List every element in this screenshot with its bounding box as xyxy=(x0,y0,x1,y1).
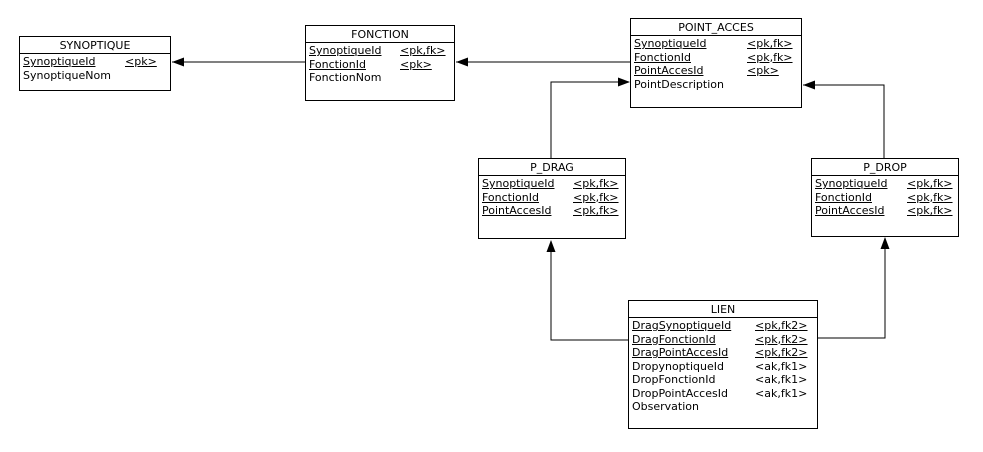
connector-lien-to-p-drag[interactable] xyxy=(546,240,629,341)
column-row: DropFonctionId <ak,fk1> xyxy=(629,373,817,387)
column-row: FonctionId <pk,fk> xyxy=(631,51,801,65)
column-name: PointAccesId xyxy=(482,204,552,217)
column-row: SynoptiqueId <pk,fk> xyxy=(631,37,801,51)
column-name: PointAccesId xyxy=(634,64,704,77)
arrowhead-up-icon xyxy=(546,240,556,252)
table-columns: SynoptiqueId<pk,fk>FonctionId<pk,fk>Poin… xyxy=(812,176,958,218)
column-key-tag: <pk,fk> xyxy=(573,190,619,204)
table-columns: SynoptiqueId<pk,fk>FonctionId<pk,fk>Poin… xyxy=(479,176,625,218)
column-key-tag: <pk,fk> xyxy=(747,37,793,50)
table-title: SYNOPTIQUE xyxy=(20,37,170,54)
column-row: Observation xyxy=(629,400,817,414)
column-row: FonctionId <pk> xyxy=(306,58,454,72)
column-key-tag: <ak,fk1> xyxy=(755,373,808,386)
column-key-tag: <ak,fk1> xyxy=(755,386,808,400)
table-columns: DragSynoptiqueId <pk,fk2> DragFonctionId <p… xyxy=(629,318,817,414)
column-name: DragPointAccesId xyxy=(632,346,729,359)
column-row: DragPointAccesId <pk,fk2> xyxy=(629,346,817,360)
column-name: SynoptiqueId xyxy=(634,37,707,50)
column-row: SynoptiqueNom xyxy=(20,69,170,83)
column-name: PointDescription xyxy=(634,77,724,91)
column-key-tag: <pk,fk> xyxy=(573,204,619,217)
column-key-tag: <pk,fk> xyxy=(573,177,619,190)
table-title: P_DROP xyxy=(812,159,958,176)
column-key-tag: <pk,fk2> xyxy=(755,346,808,359)
column-row: DragSynoptiqueId <pk,fk2> xyxy=(629,319,817,333)
column-name: DropFonctionId xyxy=(632,373,716,386)
column-key-tag: <pk,fk> xyxy=(747,50,793,64)
table-fonction[interactable]: FONCTION SynoptiqueId <pk,fk> FonctionId <p… xyxy=(305,25,455,101)
table-title: P_DRAG xyxy=(479,159,625,176)
table-lien[interactable]: LIEN DragSynoptiqueId<pk,fk2>DragFonctio… xyxy=(628,300,818,429)
column-name: Observation xyxy=(632,400,699,413)
table-p-drop[interactable]: P_DROP SynoptiqueId <pk,fk> FonctionId <pk,… xyxy=(811,158,959,237)
connector-fonction-to-synoptique[interactable] xyxy=(172,57,305,67)
table-title: POINT_ACCES xyxy=(631,19,801,36)
column-name: FonctionId xyxy=(309,57,366,71)
column-name: FonctionId xyxy=(634,50,691,64)
column-key-tag: <pk,fk2> xyxy=(755,332,808,346)
arrowhead-up-icon xyxy=(880,237,890,249)
connector-p-drag-to-point-acces[interactable] xyxy=(550,77,630,159)
column-row: PointDescription xyxy=(631,78,801,92)
connector-p-drop-to-point-acces[interactable] xyxy=(803,80,885,159)
table-columns: SynoptiqueId<pk,fk>FonctionId<pk>Fonctio… xyxy=(306,43,454,85)
column-name: DragFonctionId xyxy=(632,332,716,346)
column-name: SynoptiqueId xyxy=(815,177,888,190)
column-row: FonctionId <pk,fk> xyxy=(812,191,958,205)
arrowhead-right-icon xyxy=(618,77,630,87)
column-row: SynoptiqueId <pk,fk> xyxy=(812,177,958,191)
column-name: FonctionNom xyxy=(309,71,382,84)
column-name: PointAccesId xyxy=(815,204,885,217)
column-row: DragFonctionId <pk,fk2> xyxy=(629,333,817,347)
column-key-tag: <pk,fk> xyxy=(907,190,953,204)
column-key-tag: <pk> xyxy=(747,64,779,77)
arrowhead-left-icon xyxy=(803,80,815,90)
table-p-drag[interactable]: P_DRAG SynoptiqueId <pk,fk> FonctionId <pk,… xyxy=(478,158,626,239)
column-row: PointAccesId <pk> xyxy=(631,64,801,78)
column-key-tag: <pk> xyxy=(125,55,157,68)
table-title: FONCTION xyxy=(306,26,454,43)
column-key-tag: <pk,fk> xyxy=(400,44,446,57)
column-name: FonctionId xyxy=(482,190,539,204)
column-key-tag: <pk,fk2> xyxy=(755,319,808,332)
arrowhead-left-icon xyxy=(456,57,468,67)
column-row: SynoptiqueId <pk,fk> xyxy=(479,177,625,191)
column-row: SynoptiqueId <pk> xyxy=(20,55,170,69)
column-row: SynoptiqueId <pk,fk> xyxy=(306,44,454,58)
connector-point-acces-to-fonction[interactable] xyxy=(456,57,630,67)
column-row: DropynoptiqueId <ak,fk1> xyxy=(629,360,817,374)
table-columns: SynoptiqueId <pk> SynoptiqueNom xyxy=(20,54,170,82)
column-name: DragSynoptiqueId xyxy=(632,319,732,332)
connector-lien-to-p-drop[interactable] xyxy=(818,237,890,339)
column-name: DropynoptiqueId xyxy=(632,359,724,373)
column-row: PointAccesId <pk,fk> xyxy=(479,204,625,218)
column-name: SynoptiqueId xyxy=(482,177,555,190)
column-key-tag: <pk,fk> xyxy=(907,204,953,217)
column-name: SynoptiqueId xyxy=(23,55,96,68)
column-row: FonctionNom xyxy=(306,71,454,85)
column-row: FonctionId <pk,fk> xyxy=(479,191,625,205)
arrowhead-left-icon xyxy=(172,57,184,67)
column-key-tag: <pk,fk> xyxy=(907,177,953,190)
column-key-tag: <ak,fk1> xyxy=(755,359,808,373)
column-name: FonctionId xyxy=(815,190,872,204)
column-name: SynoptiqueId xyxy=(309,44,382,57)
column-name: SynoptiqueNom xyxy=(23,68,111,82)
table-columns: SynoptiqueId<pk,fk>FonctionId<pk,fk>Poin… xyxy=(631,36,801,91)
table-title: LIEN xyxy=(629,301,817,318)
table-synoptique[interactable]: SYNOPTIQUE SynoptiqueId <pk> SynoptiqueNom xyxy=(19,36,171,91)
column-row: PointAccesId <pk,fk> xyxy=(812,204,958,218)
column-key-tag: <pk> xyxy=(400,57,432,71)
table-point-acces[interactable]: POINT_ACCES SynoptiqueId<pk,fk>FonctionI… xyxy=(630,18,802,108)
column-row: DropPointAccesId <ak,fk1> xyxy=(629,387,817,401)
column-name: DropPointAccesId xyxy=(632,386,728,400)
